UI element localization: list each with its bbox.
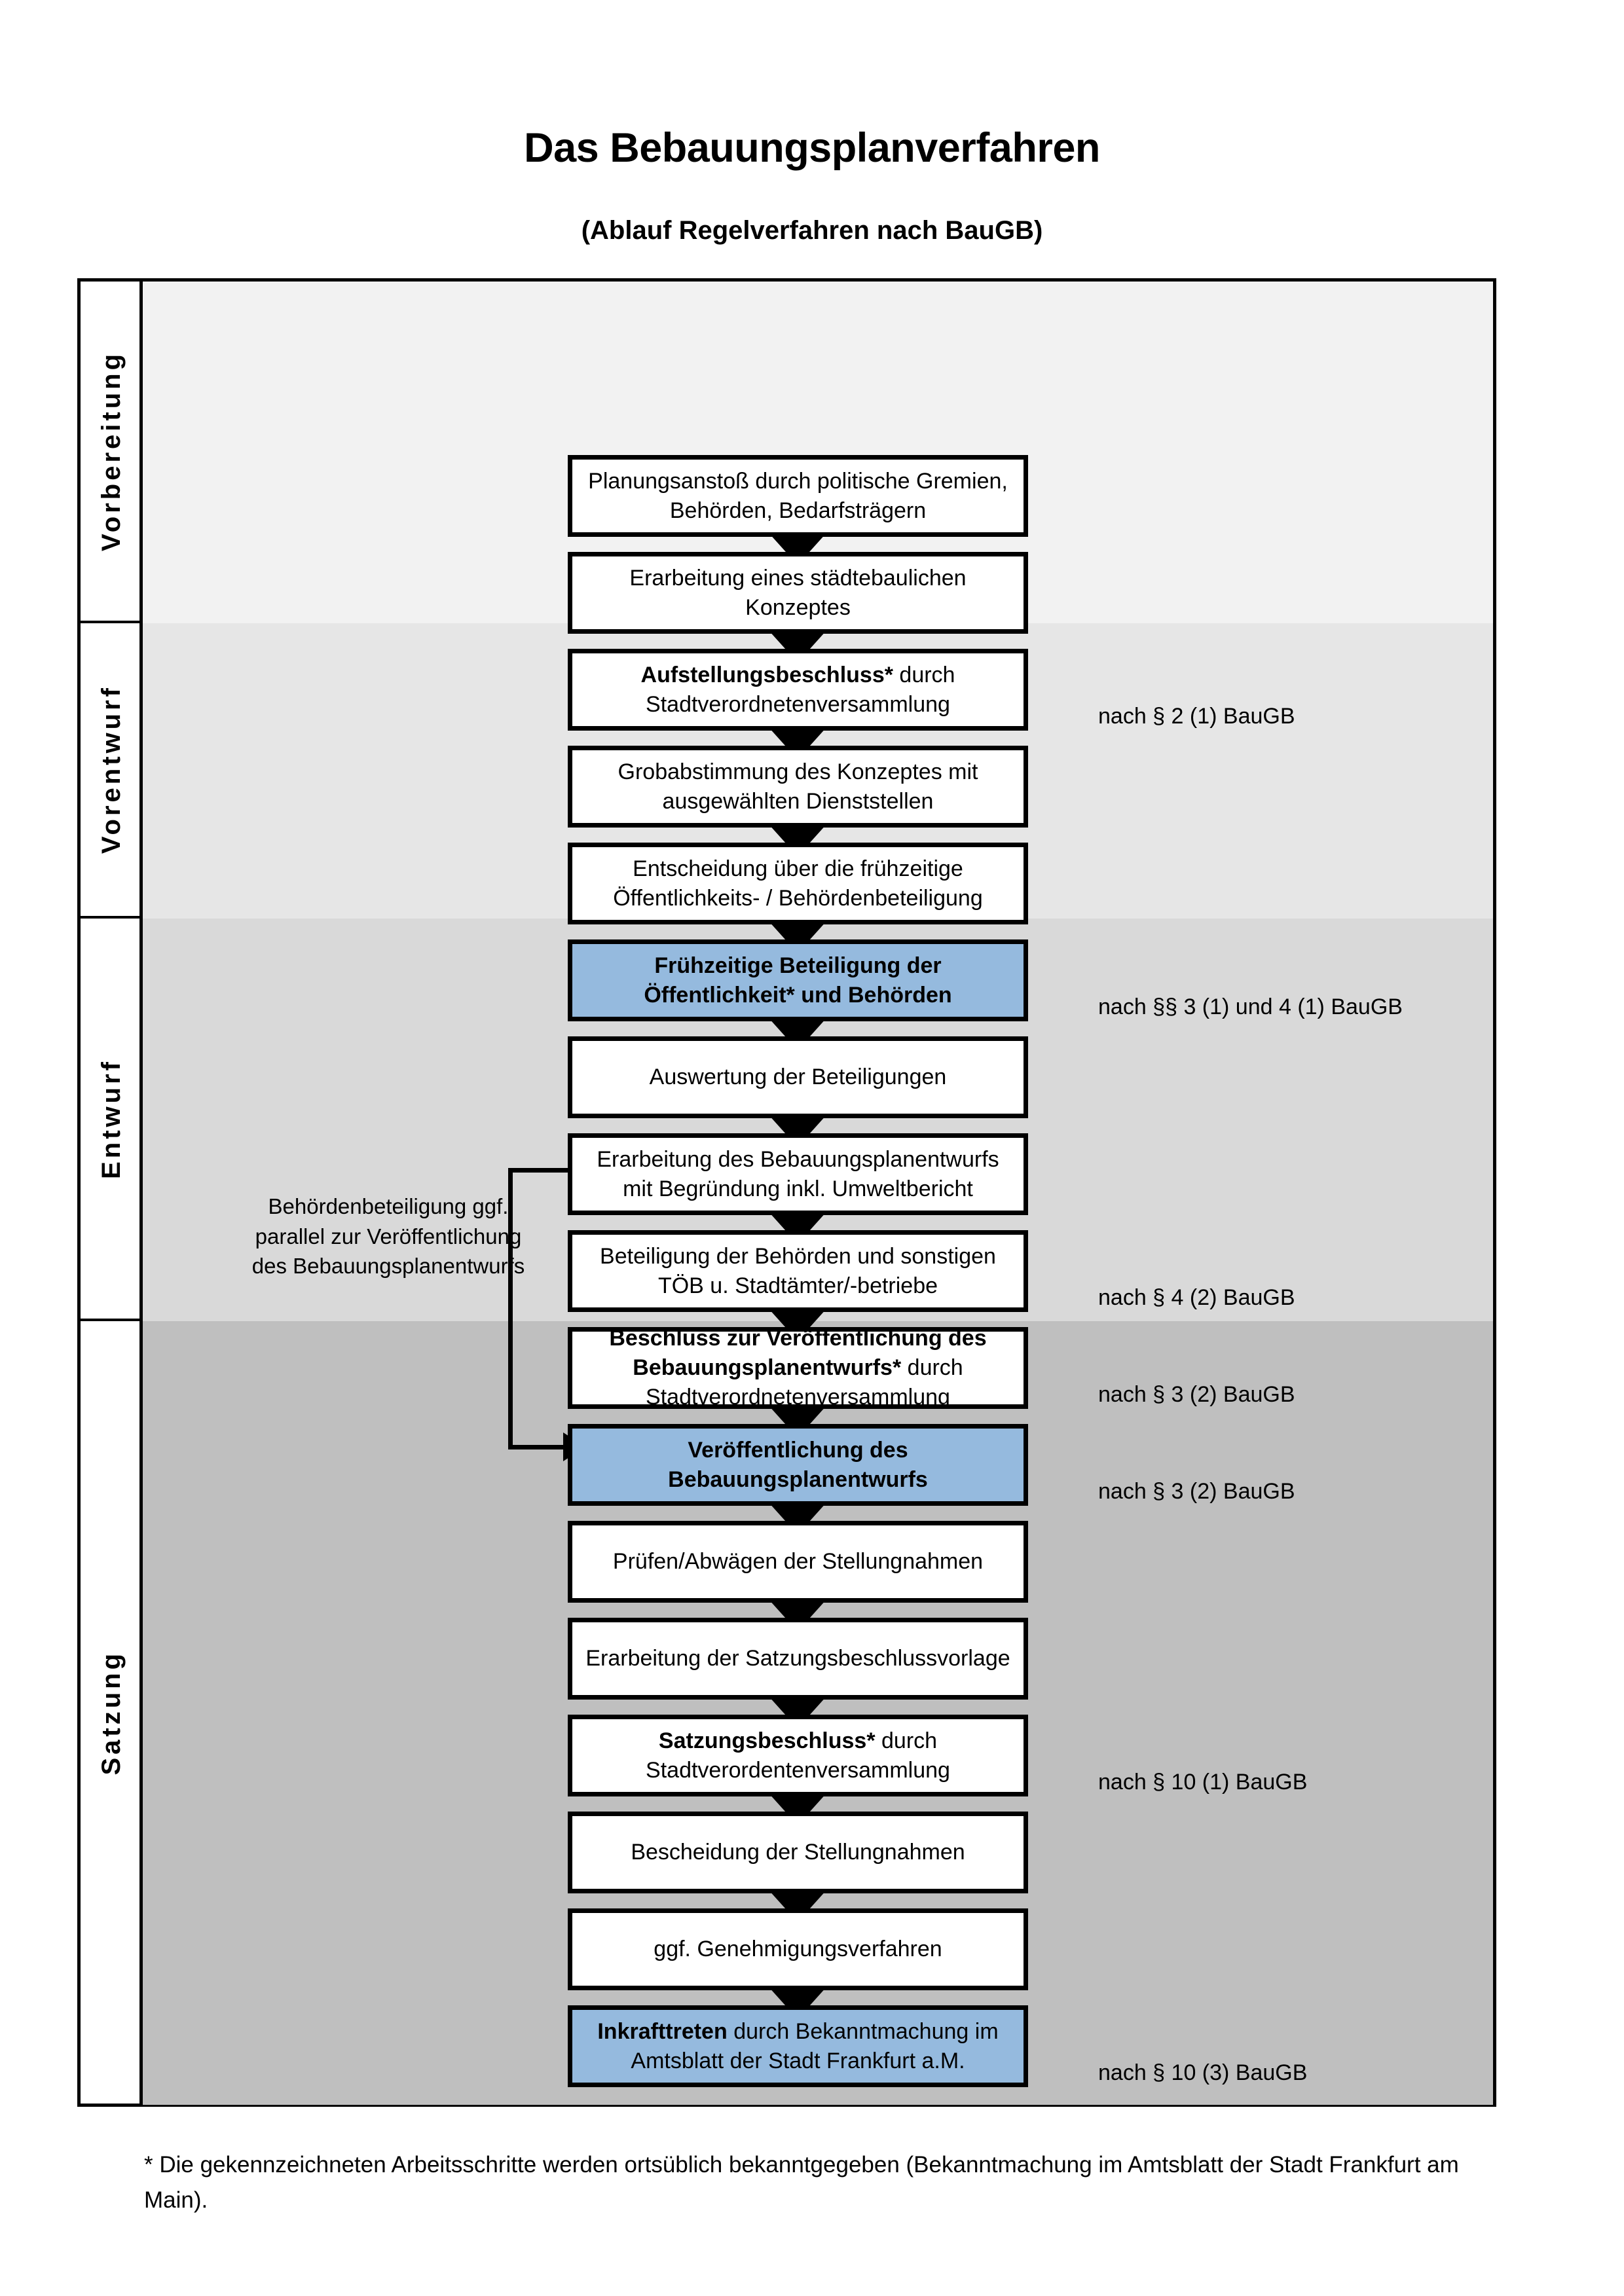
step-box-genehmigungsverfahren[interactable]: ggf. Genehmigungsverfahren <box>568 1908 1028 1990</box>
step-label-rest: durch Stadtverordnetenversammlung <box>646 1355 963 1410</box>
step-label: Veröffentlichung des Bebauungsplanentwur… <box>668 1437 928 1492</box>
phase-label-text: Satzung <box>97 1650 126 1776</box>
step-box-bescheidung[interactable]: Bescheidung der Stellungnahmen <box>568 1812 1028 1893</box>
step-box-entscheidung-fruehzeitige[interactable]: Entscheidung über die frühzeitige Öffent… <box>568 843 1028 924</box>
step-box-veroeffentlichung[interactable]: Veröffentlichung des Bebauungsplanentwur… <box>568 1424 1028 1506</box>
law-ref-par3-2-b: nach § 3 (2) BauGB <box>1098 1479 1295 1504</box>
footnote: * Die gekennzeichneten Arbeitsschritte w… <box>144 2152 1459 2214</box>
step-label: Beschluss zur Veröffentlichung des Bebau… <box>580 1324 1016 1412</box>
step-label: Aufstellungsbeschluss* durch Stadtverord… <box>580 661 1016 720</box>
law-ref-par3-2-a: nach § 3 (2) BauGB <box>1098 1382 1295 1407</box>
step-label-rest: durch Stadtverordentenversammlung <box>646 1728 950 1783</box>
page-title: Das Bebauungsplanverfahren <box>524 125 1100 171</box>
step-label: Grobabstimmung des Konzeptes mit ausgewä… <box>618 759 978 814</box>
phase-label-text: Entwurf <box>97 1058 126 1179</box>
feedback-connector-vertical <box>508 1168 513 1449</box>
step-label: Inkrafttreten durch Bekanntmachung im Am… <box>580 2017 1016 2076</box>
step-box-auswertung[interactable]: Auswertung der Beteiligungen <box>568 1036 1028 1118</box>
step-label: Prüfen/Abwägen der Stellungnahmen <box>612 1549 984 1575</box>
step-label-rest: durch Bekanntmachung im Amtsblatt der St… <box>631 2018 999 2073</box>
step-label-bold: Satzungsbeschluss* <box>658 1728 876 1753</box>
step-label: Auswertung der Beteiligungen <box>649 1065 947 1090</box>
step-box-beschluss-veroeffentlichung[interactable]: Beschluss zur Veröffentlichung des Bebau… <box>568 1324 1028 1412</box>
step-label-bold: Inkrafttreten <box>597 2018 728 2044</box>
step-box-beteiligung-behoerden[interactable]: Beteiligung der Behörden und sonstigen T… <box>568 1230 1028 1312</box>
step-label: Entscheidung über die frühzeitige Öffent… <box>613 856 983 911</box>
page-subtitle: (Ablauf Regelverfahren nach BauGB) <box>581 216 1043 245</box>
step-label: Frühzeitige Beteiligung der Öffentlichke… <box>644 953 952 1008</box>
side-note: Behördenbeteiligung ggf. parallel zur Ve… <box>251 1194 525 1279</box>
law-ref-par10-1: nach § 10 (1) BauGB <box>1098 1770 1308 1795</box>
step-label: Beteiligung der Behörden und sonstigen T… <box>600 1243 996 1298</box>
step-label: Bescheidung der Stellungnahmen <box>631 1840 965 1865</box>
step-box-erarbeitung-entwurf[interactable]: Erarbeitung des Bebauungsplanentwurfs mi… <box>568 1133 1028 1215</box>
phase-label-vorbereitung: Vorbereitung <box>81 282 143 623</box>
flowchart-frame: Vorbereitung Vorentwurf Entwurf Satzung … <box>77 278 1496 2107</box>
step-label-bold: Aufstellungsbeschluss* <box>640 662 893 687</box>
step-label: Erarbeitung des Bebauungsplanentwurfs mi… <box>597 1146 999 1201</box>
step-box-planungsanstoss[interactable]: Planungsanstoß durch politische Gremien,… <box>568 455 1028 537</box>
step-box-aufstellungsbeschluss[interactable]: Aufstellungsbeschluss* durch Stadtverord… <box>568 649 1028 731</box>
step-label: Erarbeitung der Satzungsbeschlussvorlage <box>585 1646 1010 1671</box>
step-label: ggf. Genehmigungsverfahren <box>654 1937 942 1962</box>
phase-label-column: Vorbereitung Vorentwurf Entwurf Satzung <box>81 282 143 2104</box>
step-box-grobabstimmung[interactable]: Grobabstimmung des Konzeptes mit ausgewä… <box>568 746 1028 828</box>
step-label: Erarbeitung eines städtebaulichen Konzep… <box>629 565 967 620</box>
law-ref-par4-2: nach § 4 (2) BauGB <box>1098 1285 1295 1310</box>
law-ref-par3-1-4-1: nach §§ 3 (1) und 4 (1) BauGB <box>1098 994 1403 1019</box>
step-box-satzungsbeschluss[interactable]: Satzungsbeschluss* durch Stadtverordente… <box>568 1715 1028 1796</box>
phase-label-vorentwurf: Vorentwurf <box>81 623 143 919</box>
step-label: Satzungsbeschluss* durch Stadtverordente… <box>580 1726 1016 1785</box>
step-box-inkrafttreten[interactable]: Inkrafttreten durch Bekanntmachung im Am… <box>568 2005 1028 2087</box>
feedback-connector-bottom <box>508 1445 567 1449</box>
phase-label-text: Vorbereitung <box>97 351 126 551</box>
law-ref-par2-1: nach § 2 (1) BauGB <box>1098 704 1295 729</box>
step-label: Planungsanstoß durch politische Gremien,… <box>588 468 1008 523</box>
step-box-satzungsbeschlussvorlage[interactable]: Erarbeitung der Satzungsbeschlussvorlage <box>568 1618 1028 1700</box>
phase-label-satzung: Satzung <box>81 1321 143 2105</box>
step-box-pruefen-abwaegen[interactable]: Prüfen/Abwägen der Stellungnahmen <box>568 1521 1028 1603</box>
feedback-connector-top <box>508 1168 574 1173</box>
step-box-staedtebauliches-konzept[interactable]: Erarbeitung eines städtebaulichen Konzep… <box>568 552 1028 634</box>
law-ref-par10-3: nach § 10 (3) BauGB <box>1098 2060 1308 2085</box>
step-label-rest: durch Stadtverordnetenversammlung <box>646 662 955 717</box>
step-box-fruehzeitige-beteiligung[interactable]: Frühzeitige Beteiligung der Öffentlichke… <box>568 939 1028 1021</box>
phase-label-text: Vorentwurf <box>97 685 126 854</box>
step-label-bold: Beschluss zur Veröffentlichung des Bebau… <box>609 1326 987 1381</box>
phase-label-entwurf: Entwurf <box>81 919 143 1321</box>
